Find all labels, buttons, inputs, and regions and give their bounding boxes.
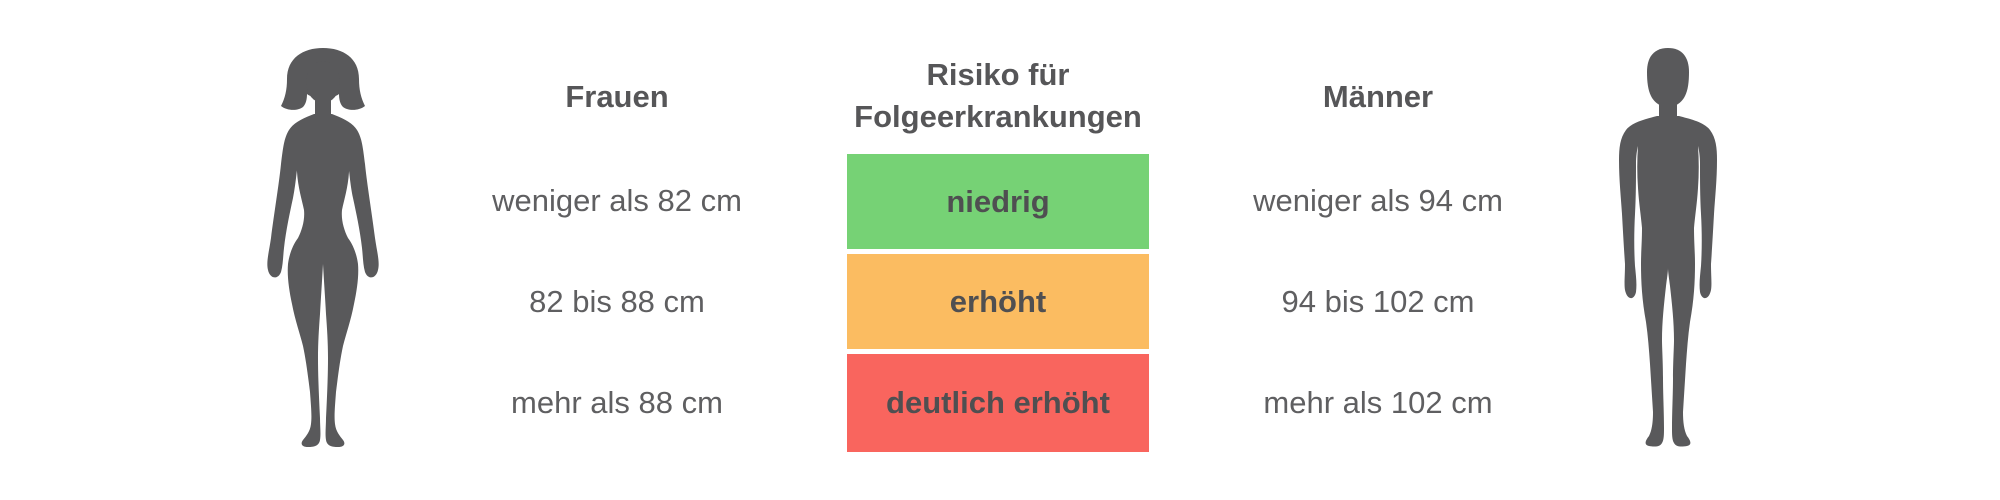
male-body — [1619, 116, 1717, 447]
risk-level-low-box: niedrig — [847, 154, 1149, 249]
risk-level-high-label: deutlich erhöht — [886, 385, 1110, 420]
women-value-high: mehr als 88 cm — [511, 385, 723, 420]
women-header: Frauen — [565, 79, 669, 114]
men-value-mid: 94 bis 102 cm — [1281, 284, 1475, 319]
male-neck — [1659, 94, 1677, 120]
risk-header-line1: Risiko für — [926, 57, 1070, 92]
men-value-high: mehr als 102 cm — [1263, 385, 1493, 420]
women-value-low: weniger als 82 cm — [492, 183, 742, 218]
risk-column: Risiko für Folgeerkrankungen niedrig erh… — [847, 0, 1149, 500]
men-column: Männer weniger als 94 cm 94 bis 102 cm m… — [1198, 0, 1558, 500]
women-column: Frauen weniger als 82 cm 82 bis 88 cm me… — [437, 0, 797, 500]
men-header: Männer — [1322, 79, 1434, 114]
men-value-low: weniger als 94 cm — [1253, 183, 1503, 218]
female-face — [306, 61, 340, 103]
risk-level-elevated-label: erhöht — [949, 283, 1047, 319]
risk-header-line2: Folgeerkrankungen — [854, 99, 1142, 134]
male-head — [1647, 48, 1689, 107]
risk-level-low-label: niedrig — [946, 183, 1050, 219]
female-silhouette-icon — [244, 46, 402, 450]
female-neck — [315, 90, 331, 118]
male-silhouette-icon — [1602, 46, 1734, 450]
risk-header: Risiko für Folgeerkrankungen — [787, 54, 1209, 138]
female-body — [267, 114, 379, 447]
women-value-mid: 82 bis 88 cm — [529, 284, 705, 319]
risk-level-high-box: deutlich erhöht — [847, 354, 1149, 452]
risk-level-elevated-box: erhöht — [847, 254, 1149, 349]
